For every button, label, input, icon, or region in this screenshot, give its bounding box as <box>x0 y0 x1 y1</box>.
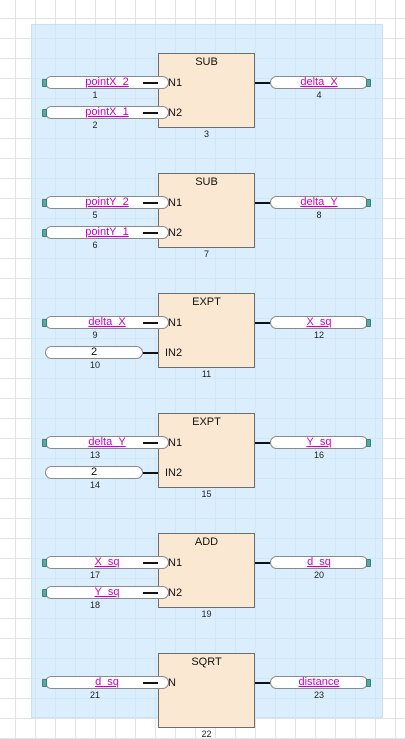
input-variable-box[interactable]: X_sq <box>45 556 169 569</box>
constant-input-box[interactable]: 2 <box>45 466 143 479</box>
output-variable-box[interactable]: X_sq <box>270 316 368 329</box>
input-wire <box>143 352 158 354</box>
connection-handle[interactable] <box>42 439 47 447</box>
output-wire <box>255 562 270 564</box>
input-number: 6 <box>92 240 98 250</box>
input-number: 14 <box>89 480 100 490</box>
output-wire <box>255 682 270 684</box>
connection-handle[interactable] <box>42 319 47 327</box>
input-wire <box>143 592 158 594</box>
input-variable-box[interactable]: pointX_1 <box>45 106 169 119</box>
input-wire <box>143 202 158 204</box>
output-variable-box[interactable]: delta_X <box>270 76 368 89</box>
connection-handle[interactable] <box>42 679 47 687</box>
input-number: 2 <box>92 120 98 130</box>
input-pin-label: IN2 <box>165 227 183 239</box>
function-block-name: SUB <box>195 56 218 68</box>
output-wire <box>255 442 270 444</box>
connection-handle[interactable] <box>366 319 371 327</box>
output-wire <box>255 82 270 84</box>
input-wire <box>143 232 158 234</box>
output-number: 20 <box>313 570 324 580</box>
input-number: 18 <box>89 600 100 610</box>
input-variable-box[interactable]: delta_Y <box>45 436 169 449</box>
block-number: 19 <box>201 609 212 619</box>
input-number: 9 <box>92 330 98 340</box>
block-number: 11 <box>201 369 212 379</box>
input-number: 13 <box>89 450 100 460</box>
output-variable-box[interactable]: distance <box>270 676 368 689</box>
input-wire <box>143 472 158 474</box>
function-block-name: EXPT <box>192 416 221 428</box>
output-variable-box[interactable]: d_sq <box>270 556 368 569</box>
connection-handle[interactable] <box>42 559 47 567</box>
connection-handle[interactable] <box>366 79 371 87</box>
output-number: 16 <box>313 450 324 460</box>
input-pin-label: IN1 <box>165 317 183 329</box>
output-number: 8 <box>316 210 322 220</box>
connection-handle[interactable] <box>42 79 47 87</box>
input-wire <box>143 322 158 324</box>
block-number: 3 <box>203 129 209 139</box>
input-pin-label: IN1 <box>165 77 183 89</box>
input-variable-box[interactable]: pointX_2 <box>45 76 169 89</box>
input-number: 10 <box>89 360 100 370</box>
function-block-name: EXPT <box>192 296 221 308</box>
connection-handle[interactable] <box>366 679 371 687</box>
function-block-name: SQRT <box>191 656 222 668</box>
block-number: 7 <box>203 249 209 259</box>
input-wire <box>143 442 158 444</box>
input-pin-label: IN2 <box>165 107 183 119</box>
input-pin-label: IN1 <box>165 557 183 569</box>
input-wire <box>143 82 158 84</box>
input-pin-label: IN <box>165 677 176 689</box>
output-number: 4 <box>316 90 322 100</box>
connection-handle[interactable] <box>366 559 371 567</box>
block-number: 15 <box>201 489 212 499</box>
input-wire <box>143 112 158 114</box>
output-wire <box>255 322 270 324</box>
input-wire <box>143 562 158 564</box>
input-pin-label: IN1 <box>165 437 183 449</box>
input-number: 5 <box>92 210 98 220</box>
output-number: 23 <box>313 690 324 700</box>
input-variable-box[interactable]: pointY_2 <box>45 196 169 209</box>
input-number: 1 <box>92 90 98 100</box>
input-number: 21 <box>89 690 100 700</box>
output-wire <box>255 202 270 204</box>
function-block-sqrt[interactable]: SQRT IN <box>158 653 255 728</box>
input-pin-label: IN2 <box>165 587 183 599</box>
block-number: 22 <box>201 729 212 739</box>
output-number: 12 <box>313 330 324 340</box>
connection-handle[interactable] <box>42 589 47 597</box>
output-variable-box[interactable]: Y_sq <box>270 436 368 449</box>
output-variable-box[interactable]: delta_Y <box>270 196 368 209</box>
input-pin-label: IN2 <box>165 467 183 479</box>
constant-input-box[interactable]: 2 <box>45 346 143 359</box>
connection-handle[interactable] <box>42 109 47 117</box>
function-block-name: ADD <box>194 536 219 548</box>
connection-handle[interactable] <box>366 439 371 447</box>
function-block-name: SUB <box>195 176 218 188</box>
connection-handle[interactable] <box>42 199 47 207</box>
input-wire <box>143 682 158 684</box>
input-pin-label: IN1 <box>165 197 183 209</box>
connection-handle[interactable] <box>366 199 371 207</box>
connection-handle[interactable] <box>42 229 47 237</box>
input-pin-label: IN2 <box>165 347 183 359</box>
input-number: 17 <box>89 570 100 580</box>
